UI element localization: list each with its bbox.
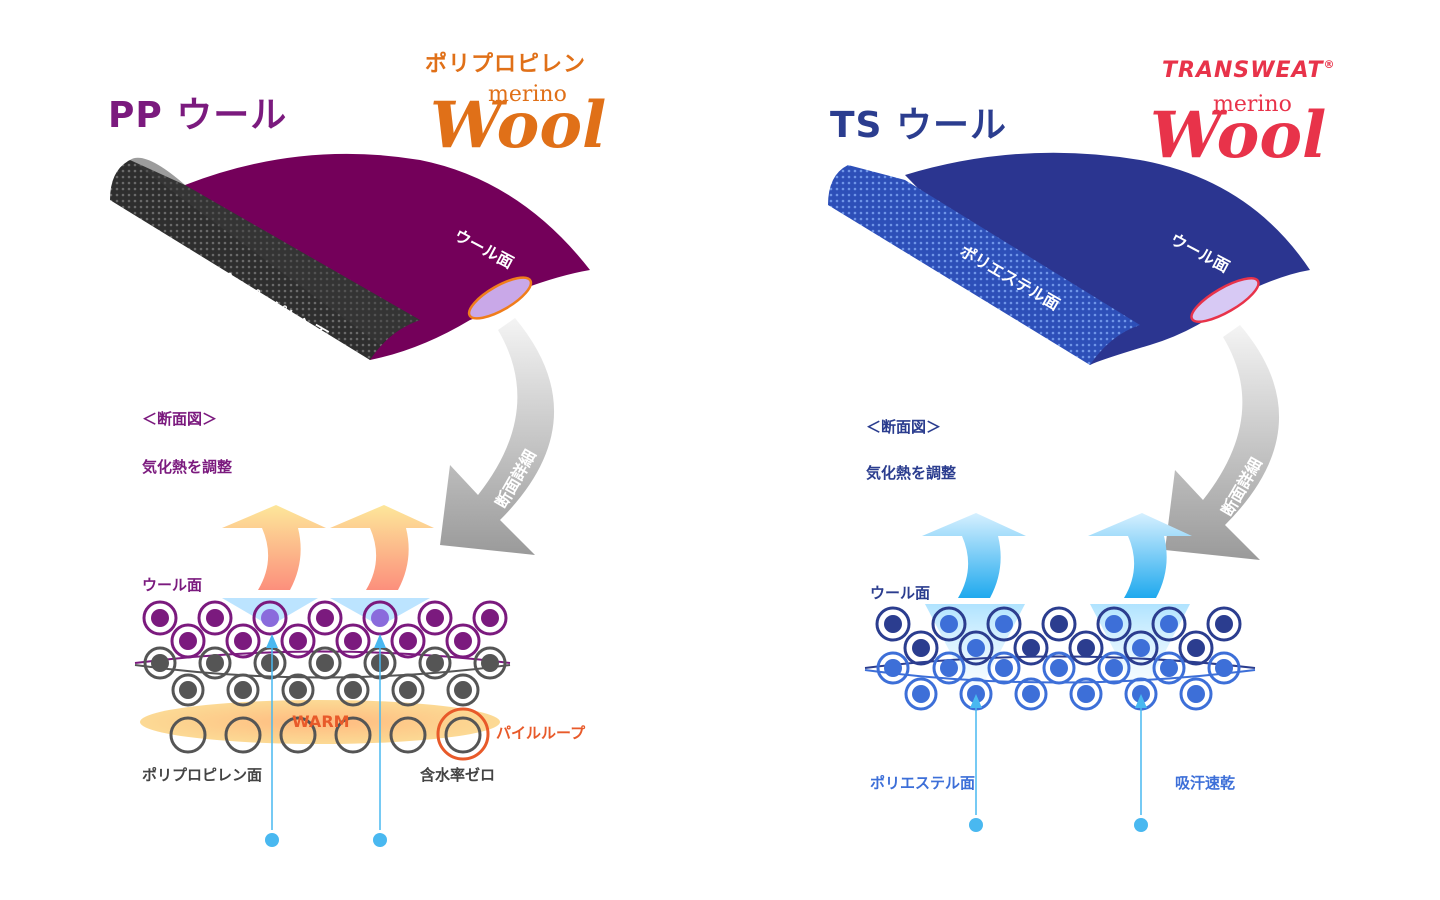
left-warm-arrows xyxy=(222,505,434,590)
right-section-sub: 気化熱を調整 xyxy=(866,464,957,482)
left-detail-arrow xyxy=(440,318,555,555)
right-title: TS ウール xyxy=(830,105,1008,146)
left-droplet-1 xyxy=(265,833,279,847)
left-warm-glow xyxy=(140,700,500,744)
left-droplet-2 xyxy=(373,833,387,847)
left-bottom-left: ポリプロピレン面 xyxy=(142,766,263,784)
left-section-header: ＜断面図＞ xyxy=(142,410,218,428)
right-knit-structure xyxy=(864,606,1256,711)
right-logo-wool: Wool xyxy=(1150,98,1327,173)
left-fabric-sheet xyxy=(110,153,590,360)
left-pile-loop-marker xyxy=(436,707,490,761)
right-moisture-arrows xyxy=(975,700,1142,815)
left-logo-wool: Wool xyxy=(430,88,607,163)
left-pile-loop-label: パイルループ xyxy=(496,724,586,742)
left-logo-merino: merino xyxy=(488,82,567,107)
left-moisture-arrows xyxy=(271,640,381,830)
right-section-header: ＜断面図＞ xyxy=(866,418,942,436)
right-panel xyxy=(828,152,1310,832)
right-logo-merino: merino xyxy=(1213,92,1292,117)
right-droplet-1 xyxy=(969,818,983,832)
right-bottom-left: ポリエステル面 xyxy=(870,774,976,792)
left-layer-top: ウール面 xyxy=(142,576,203,594)
left-bottom-right: 含水率ゼロ xyxy=(420,766,496,784)
right-bottom-right: 吸汗速乾 xyxy=(1175,774,1236,792)
right-logo-reg: ® xyxy=(1323,58,1336,71)
left-knit-structure xyxy=(134,600,511,754)
right-logo-top-text: TRANSWEAT xyxy=(1162,58,1324,83)
left-panel xyxy=(110,153,590,847)
right-layer-top: ウール面 xyxy=(870,584,931,602)
right-cool-arrows xyxy=(922,513,1192,598)
right-detail-arrow xyxy=(1165,325,1280,560)
left-title: PP ウール xyxy=(108,95,288,136)
right-droplet-2 xyxy=(1134,818,1148,832)
left-logo-top: ポリプロピレン xyxy=(425,52,587,77)
left-section-sub: 気化熱を調整 xyxy=(142,458,233,476)
left-warm-label: WARM xyxy=(292,712,350,731)
right-fabric-sheet xyxy=(828,152,1310,365)
right-logo-top: TRANSWEAT® xyxy=(1162,58,1335,83)
